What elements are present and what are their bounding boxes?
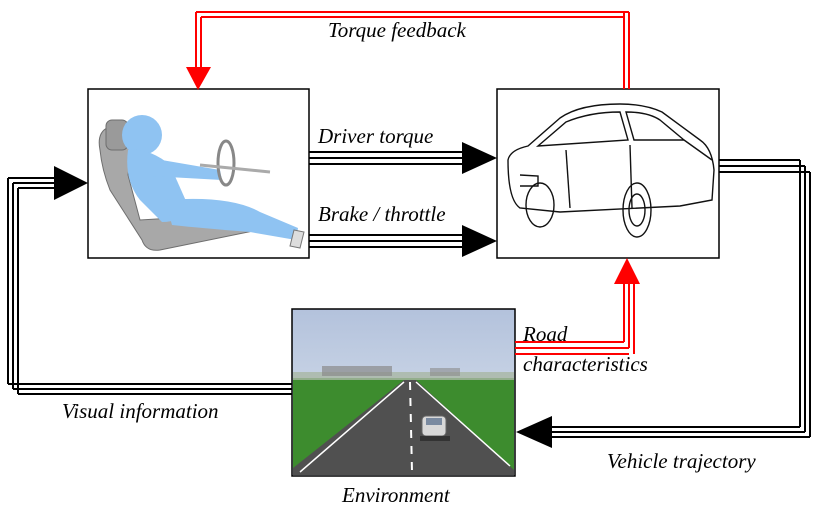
road-label-line2: characteristics: [523, 352, 648, 376]
environment-label: Environment: [342, 483, 450, 507]
driver-in-seat-icon: [98, 115, 305, 251]
brake-throttle-arrow: [309, 225, 497, 257]
vehicle-trajectory-arrow: [516, 159, 811, 448]
road-scene-icon: [293, 366, 514, 475]
driver-torque-label: Driver torque: [318, 124, 434, 148]
visual-information-label: Visual information: [62, 399, 219, 423]
visual-information-arrow: [7, 166, 292, 395]
environment-box: [291, 308, 516, 477]
brake-throttle-label: Brake / throttle: [318, 202, 446, 226]
driver-torque-arrow: [309, 142, 497, 174]
car-sketch-icon: [507, 103, 715, 238]
torque-feedback-arrow: [186, 11, 630, 90]
road-label-line1: Road: [523, 322, 568, 346]
vehicle-trajectory-label: Vehicle trajectory: [607, 449, 756, 473]
road-characteristics-arrow: [515, 258, 640, 355]
vehicle-box: [496, 88, 720, 259]
driver-box: [87, 88, 310, 259]
torque-feedback-label: Torque feedback: [328, 18, 466, 42]
